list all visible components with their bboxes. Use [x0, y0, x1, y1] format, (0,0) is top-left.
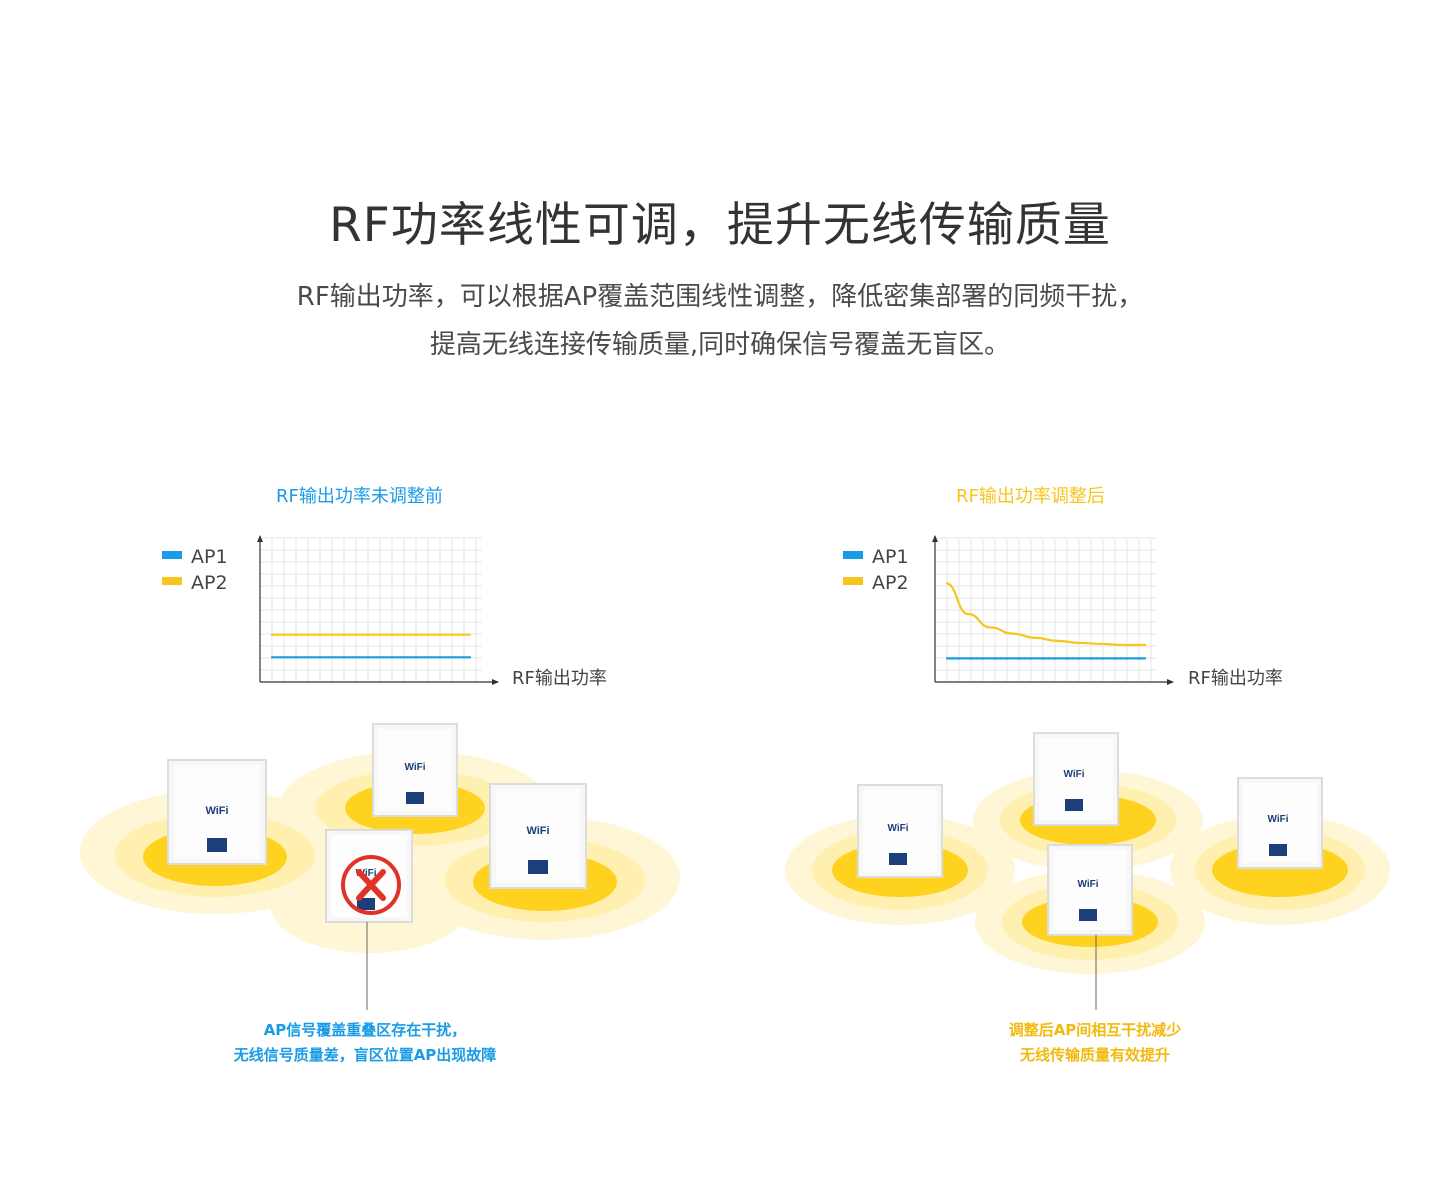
- legend-label-ap1: AP1: [872, 546, 909, 568]
- chart-right-title: RF输出功率调整后: [956, 486, 1105, 507]
- wifi-label: WiFi: [1267, 814, 1288, 825]
- ap-device-1: WiFi: [857, 784, 943, 878]
- legend-swatch-ap1: [843, 551, 863, 559]
- wifi-label: WiFi: [887, 823, 908, 834]
- wifi-label: WiFi: [355, 868, 376, 879]
- x-axis-label: RF输出功率: [512, 668, 607, 689]
- wifi-label: WiFi: [1077, 879, 1098, 890]
- ap-device-2: WiFi: [1033, 732, 1119, 826]
- legend-label-ap2: AP2: [872, 572, 909, 594]
- error-circle-icon: [341, 855, 401, 915]
- ap-device-4: WiFi: [1047, 844, 1133, 936]
- x-axis-arrow-icon: [1167, 679, 1174, 685]
- legend-swatch-ap2: [843, 577, 863, 585]
- caption-before: AP信号覆盖重叠区存在干扰， 无线信号质量差，盲区位置AP出现故障: [190, 1018, 540, 1068]
- caption-before-line1: AP信号覆盖重叠区存在干扰，: [263, 1021, 467, 1039]
- scene-before-adjustment: WiFi WiFi WiFi WiFi: [80, 723, 680, 1010]
- y-axis-arrow-icon: [257, 535, 263, 542]
- ap-device-3: WiFi: [489, 783, 587, 889]
- legend-label-ap2: AP2: [191, 572, 228, 594]
- ap-device-3: WiFi: [1237, 777, 1323, 869]
- caption-after-line2: 无线传输质量有效提升: [1019, 1046, 1170, 1064]
- wifi-label: WiFi: [404, 762, 425, 773]
- x-axis-arrow-icon: [492, 679, 499, 685]
- x-axis-label: RF输出功率: [1188, 668, 1283, 689]
- ap-device-2: WiFi: [372, 723, 458, 817]
- chart-grid: [935, 537, 1157, 682]
- series-line-ap2: [945, 582, 1146, 647]
- wifi-label: WiFi: [205, 805, 228, 817]
- error-x-icon: [356, 869, 386, 901]
- ap-device-1: WiFi: [167, 759, 267, 865]
- page-subtitle-line1: RF输出功率，可以根据AP覆盖范围线性调整，降低密集部署的同频干扰，: [296, 282, 1144, 312]
- caption-after: 调整后AP间相互干扰减少 无线传输质量有效提升: [930, 1018, 1260, 1068]
- page-subtitle-line2: 提高无线连接传输质量,同时确保信号覆盖无盲区。: [429, 330, 1011, 360]
- page-title: RF功率线性可调，提升无线传输质量: [329, 198, 1111, 253]
- chart-grid: [260, 537, 482, 682]
- legend-label-ap1: AP1: [191, 546, 228, 568]
- chart-left-title: RF输出功率未调整前: [276, 486, 443, 507]
- legend-swatch-ap1: [162, 551, 182, 559]
- caption-after-line1: 调整后AP间相互干扰减少: [1008, 1021, 1182, 1039]
- y-axis-arrow-icon: [932, 535, 938, 542]
- caption-before-line2: 无线信号质量差，盲区位置AP出现故障: [233, 1046, 497, 1064]
- wifi-label: WiFi: [526, 825, 549, 837]
- wifi-label: WiFi: [1063, 769, 1084, 780]
- ap-device-faulty: WiFi: [325, 829, 413, 923]
- legend-swatch-ap2: [162, 577, 182, 585]
